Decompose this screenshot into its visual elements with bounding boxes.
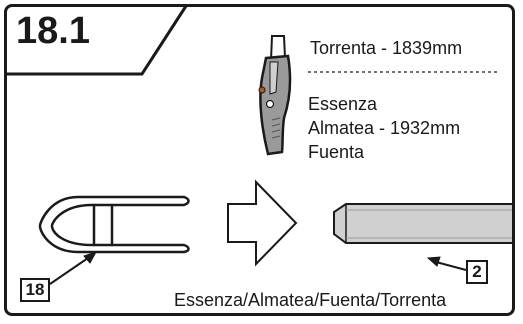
step-header-tab [6,5,188,76]
step-number: 18.1 [16,10,90,52]
part-callout-18: 18 [20,278,50,302]
part-callout-2: 2 [466,260,488,284]
profile-bar-icon [333,203,512,244]
model-list-footer: Essenza/Almatea/Fuenta/Torrenta [174,290,447,310]
direction-arrow [227,179,298,267]
utility-knife-icon [258,35,292,156]
panel-frame [4,4,515,316]
length-line-essenza: Essenza [308,94,378,114]
length-line-torrenta: Torrenta - 1839mm [310,38,463,58]
callout-leaders [49,251,467,285]
length-line-fuenta: Fuenta [308,142,365,162]
length-line-almatea: Almatea - 1932mm [308,118,461,138]
seal-profile-icon [38,195,190,254]
